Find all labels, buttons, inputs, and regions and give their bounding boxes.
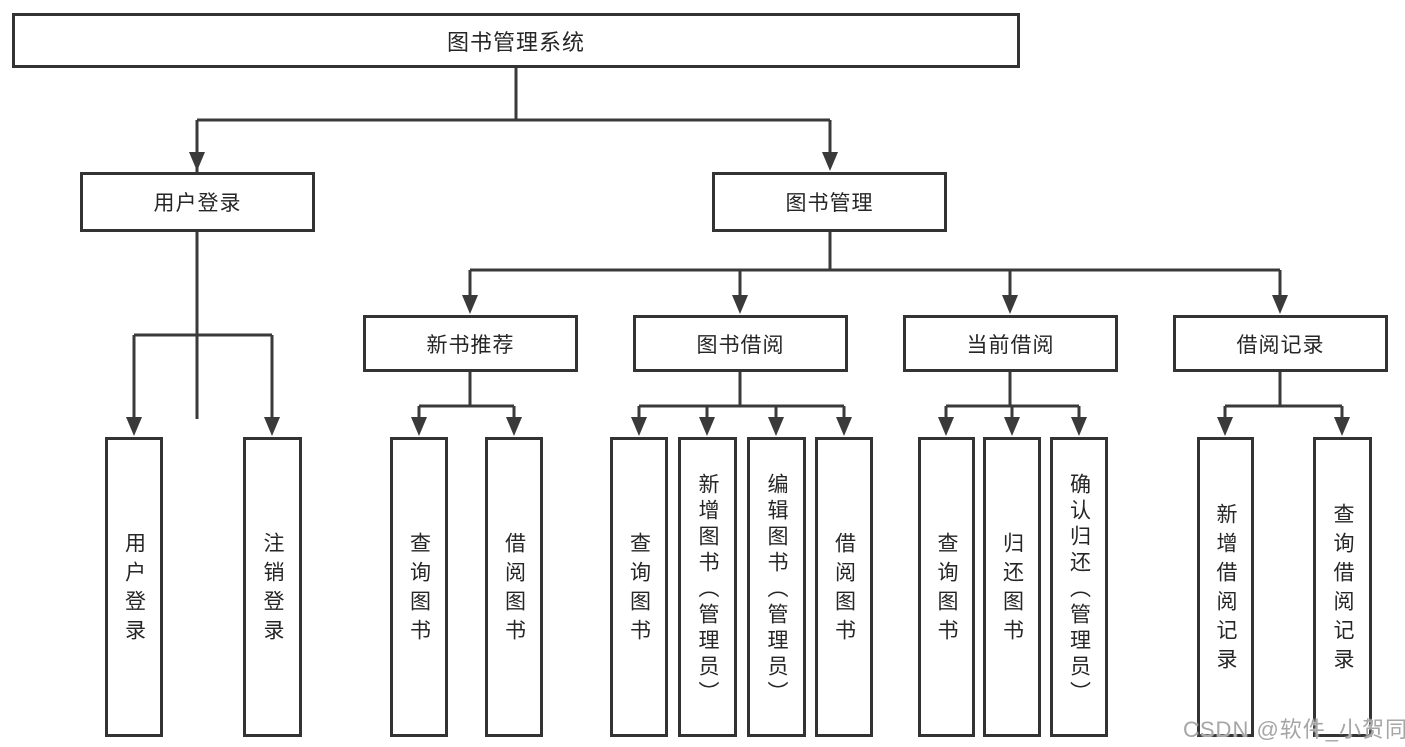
leaf-add-borrow-record: 新增借阅记录 [1197,437,1254,737]
leaf-query-books-borrow: 查询图书 [610,437,668,737]
leaf-edit-book-admin: 编辑图书（管理员） [747,437,806,737]
arrow-to-user-login [189,152,205,171]
node-user-login: 用户登录 [80,172,315,232]
connector-book-management-branch [468,232,1282,299]
node-book-borrow: 图书借阅 [633,315,848,372]
node-current-borrow: 当前借阅 [903,315,1118,372]
arrow-to-leaf-borrow-books-1 [506,417,522,436]
arrow-to-book-borrow [732,295,748,314]
arrow-to-leaf-add-book [699,417,715,436]
connector-user-login-branch [132,232,274,421]
node-new-book-recommend: 新书推荐 [363,315,578,372]
leaf-logout: 注销登录 [243,437,302,737]
node-book-management-system: 图书管理系统 [12,13,1020,68]
arrow-to-leaf-query-books-3 [938,417,954,436]
leaf-borrow-books: 借阅图书 [815,437,873,737]
arrow-to-leaf-query-books-2 [631,417,647,436]
connector-book-borrow-branch [637,372,846,421]
arrow-to-current-borrow [1002,295,1018,314]
node-book-management: 图书管理 [712,172,947,232]
leaf-user-login: 用户登录 [105,437,163,737]
arrow-to-leaf-logout [264,417,280,436]
arrow-to-leaf-borrow-books-2 [836,417,852,436]
arrow-to-leaf-query-books-1 [411,417,427,436]
node-borrow-records: 借阅记录 [1173,315,1388,372]
arrow-to-borrow-records [1272,295,1288,314]
leaf-return-book: 归还图书 [983,437,1041,737]
leaf-add-book-admin: 新增图书（管理员） [678,437,737,737]
connector-new-book-branch [417,372,516,421]
leaf-query-books-current: 查询图书 [918,437,975,737]
arrow-to-leaf-query-borrow-record [1334,417,1350,436]
arrow-to-new-book-recommend [462,295,478,314]
arrow-to-leaf-confirm-return [1071,417,1087,436]
connector-borrow-records-branch [1223,372,1344,421]
arrow-to-leaf-return-book [1004,417,1020,436]
arrow-to-book-management [822,152,838,171]
leaf-query-borrow-record: 查询借阅记录 [1313,437,1372,737]
leaf-borrow-books-recommend: 借阅图书 [485,437,543,737]
connector-current-borrow-branch [944,372,1081,421]
arrow-to-leaf-add-borrow-record [1217,417,1233,436]
arrow-to-leaf-user-login [126,417,142,436]
leaf-confirm-return-admin: 确认归还（管理员） [1050,437,1108,737]
watermark-text: CSDN @软件_小贺同学 [1183,717,1405,742]
arrow-to-leaf-edit-book [768,417,784,436]
leaf-query-books-recommend: 查询图书 [390,437,448,737]
